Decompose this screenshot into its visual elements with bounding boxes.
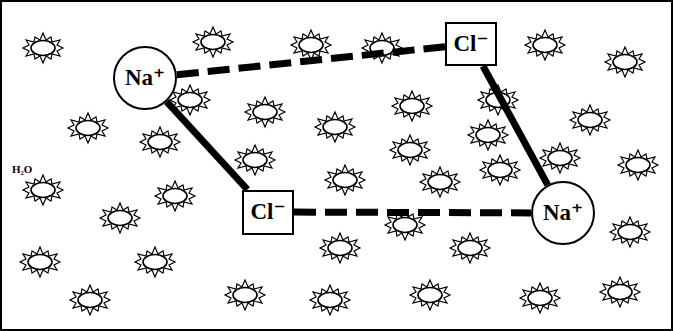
ionic-bond-line bbox=[167, 102, 248, 190]
ion-symbol: Cl⁻ bbox=[453, 31, 488, 56]
sodium-ion: Na⁺ bbox=[531, 181, 595, 245]
ion-symbol: Na⁺ bbox=[543, 200, 583, 225]
ion-symbol: Na⁺ bbox=[125, 65, 165, 90]
chloride-ion: Cl⁻ bbox=[445, 22, 497, 66]
ionic-bond-line bbox=[483, 66, 548, 185]
chloride-ion: Cl⁻ bbox=[242, 190, 294, 235]
water-molecules bbox=[20, 27, 658, 315]
ionic-attraction-dashed bbox=[294, 209, 531, 217]
sodium-ion: Na⁺ bbox=[113, 46, 177, 110]
ionic-attraction-dashed bbox=[177, 47, 445, 75]
molecule-label: H₂O bbox=[12, 163, 32, 175]
ion-symbol: Cl⁻ bbox=[250, 199, 285, 224]
